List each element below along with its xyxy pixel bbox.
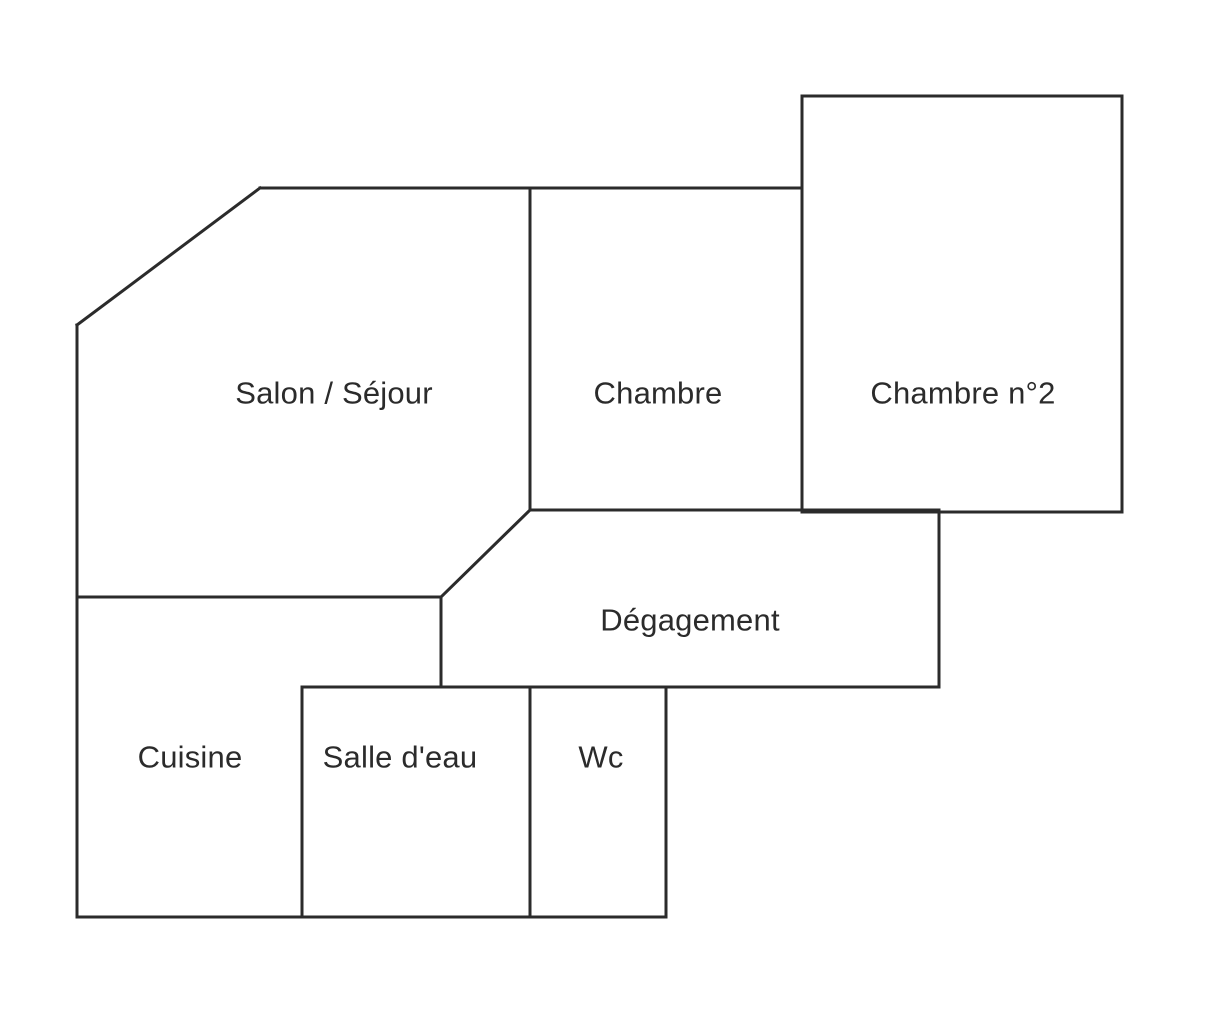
room-label-cuisine: Cuisine bbox=[137, 739, 243, 775]
room-label-salle-deau: Salle d'eau bbox=[322, 739, 478, 775]
wall-salon-diagonal-nw bbox=[74, 185, 263, 328]
room-label-salon: Salon / Séjour bbox=[235, 375, 433, 411]
wall-group bbox=[74, 94, 1124, 919]
room-label-degagement: Dégagement bbox=[600, 602, 780, 638]
wall-salon-diagonal-se bbox=[438, 507, 533, 600]
room-label-wc: Wc bbox=[578, 739, 624, 775]
room-label-chambre-2: Chambre n°2 bbox=[870, 375, 1056, 411]
room-label-chambre: Chambre bbox=[593, 375, 723, 411]
